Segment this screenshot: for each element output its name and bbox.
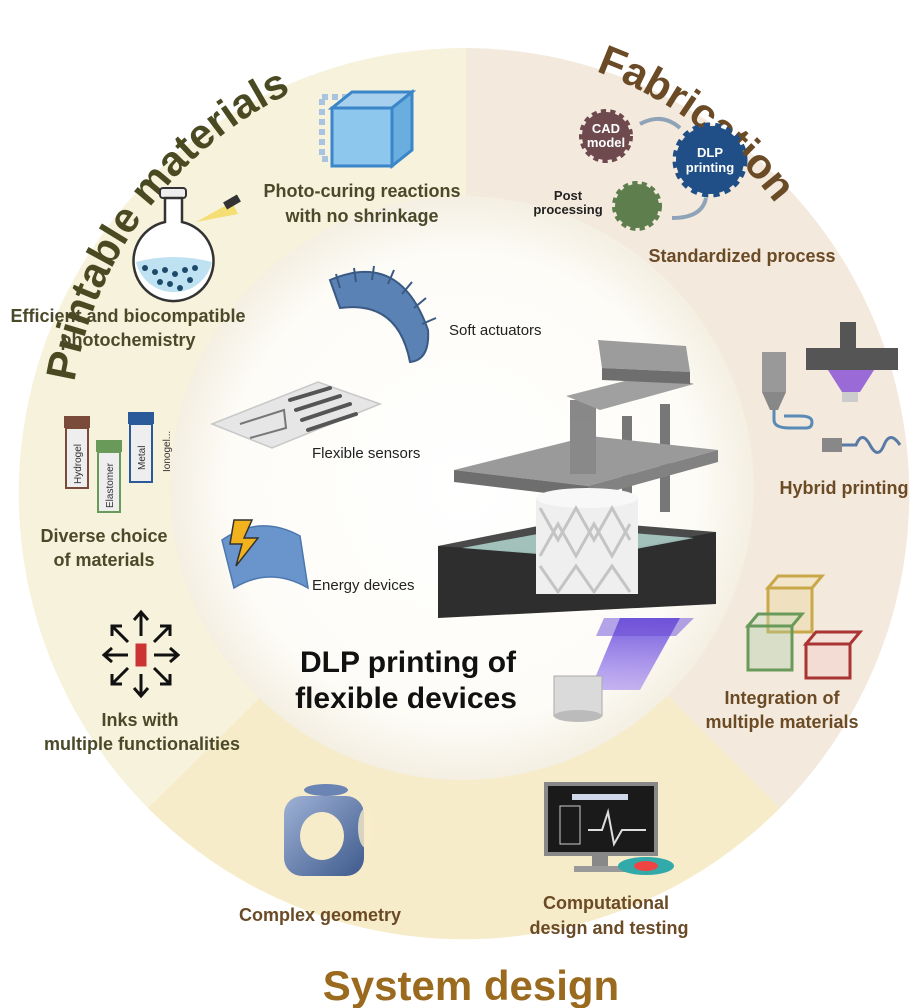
complex-geometry-label: Complex geometry <box>239 905 401 925</box>
vial-label-hydrogel: Hydrogel <box>73 444 84 484</box>
integration-cubes-icon <box>744 574 864 680</box>
soft-actuators-label: Soft actuators <box>449 322 542 339</box>
flexible-sensors-label: Flexible sensors <box>312 445 420 462</box>
photo-curing-cube-icon <box>319 88 417 170</box>
vial-label-metal: Metal <box>137 446 148 470</box>
diverse-label-2: of materials <box>53 550 154 570</box>
computational-label-2: design and testing <box>529 918 688 938</box>
diverse-label-1: Diverse choice <box>40 526 167 546</box>
hybrid-printing-icon <box>762 322 902 454</box>
flask-icon <box>132 187 241 303</box>
soft-actuator-icon <box>328 265 437 364</box>
energy-device-icon <box>221 519 309 590</box>
integration-label-2: multiple materials <box>705 712 858 732</box>
material-vials-icon <box>64 412 154 513</box>
dlp-printing-gear-icon <box>672 122 748 198</box>
chem-label-1: Efficient and biocompatible <box>10 306 245 326</box>
inks-label-1: Inks with <box>101 710 178 730</box>
cad-model-gear-icon <box>579 109 633 163</box>
hybrid-label: Hybrid printing <box>780 478 909 498</box>
computer-monitor-icon <box>544 782 674 875</box>
process-arrow-1 <box>639 116 682 130</box>
process-arrow-2 <box>671 197 708 220</box>
center-title-line2: flexible devices <box>295 682 517 715</box>
post-processing-gear-icon <box>612 181 662 231</box>
vial-label-ionogel: Ionogel... <box>162 431 173 472</box>
section-title-system: System design <box>323 962 619 1008</box>
cad-label-1: CAD <box>592 121 620 136</box>
chem-label-2: photochemistry <box>60 330 195 350</box>
computational-label-1: Computational <box>543 893 669 913</box>
integration-label-1: Integration of <box>725 688 841 708</box>
vial-label-elastomer: Elastomer <box>105 462 116 508</box>
dlp-printer-illustration <box>438 340 718 722</box>
post-label-2: processing <box>533 202 602 217</box>
complex-geometry-cube-icon <box>284 784 374 876</box>
photo-curing-label-2: with no shrinkage <box>284 206 438 226</box>
post-label-1: Post <box>554 188 583 203</box>
center-title-line1: DLP printing of <box>300 646 517 679</box>
dlp-label-1: DLP <box>697 145 723 160</box>
cad-label-2: model <box>587 135 625 150</box>
inks-label-2: multiple functionalities <box>44 734 240 754</box>
multi-arrows-icon <box>101 609 181 699</box>
photo-curing-label-1: Photo-curing reactions <box>263 181 460 201</box>
energy-devices-label: Energy devices <box>312 577 415 594</box>
dlp-label-2: printing <box>686 160 734 175</box>
flexible-sensor-icon <box>209 381 383 449</box>
standardized-label: Standardized process <box>648 246 835 266</box>
